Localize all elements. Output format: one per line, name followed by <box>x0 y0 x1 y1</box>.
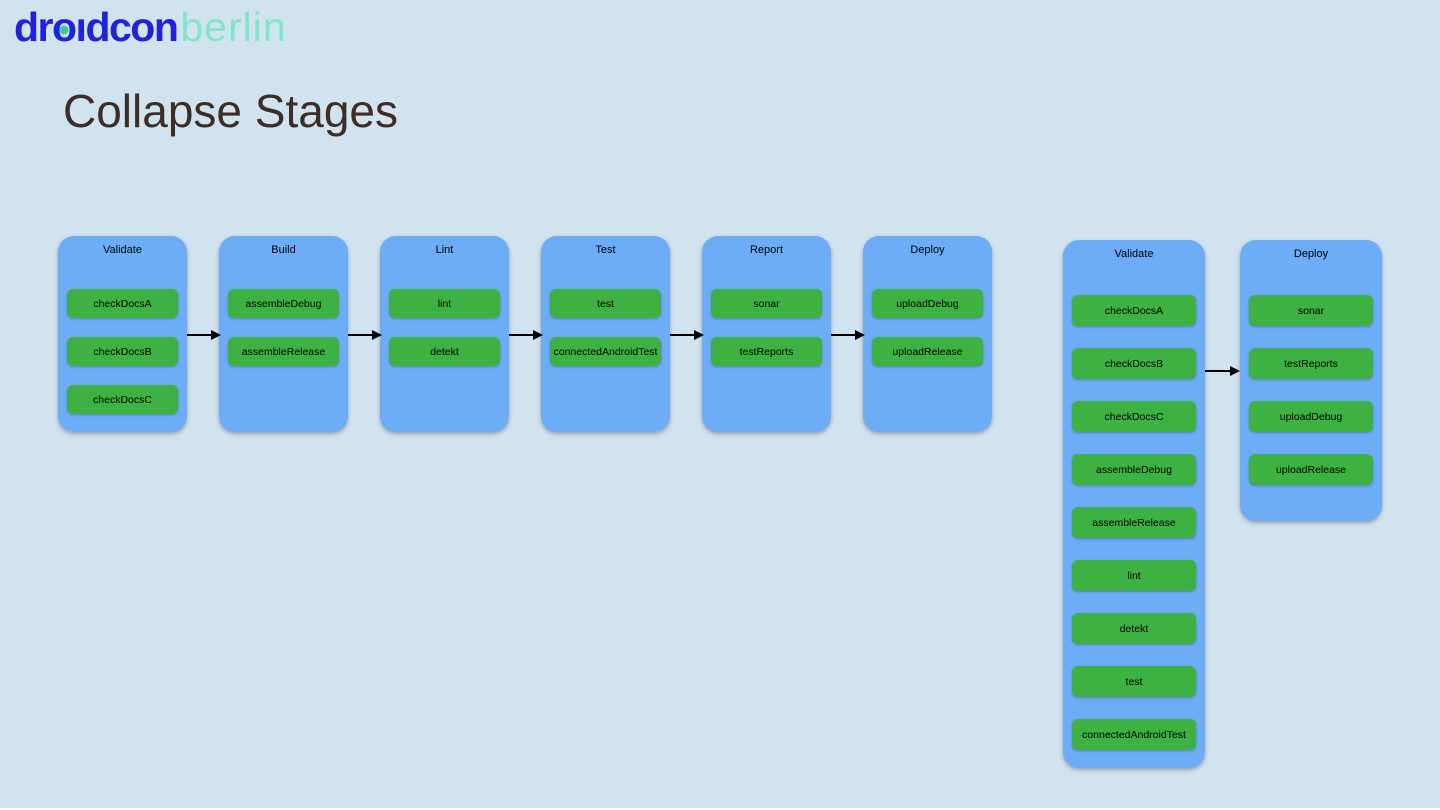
flow-arrow <box>670 330 704 340</box>
stage-title: Validate <box>103 244 142 256</box>
logo-text-post: ıdcon <box>75 4 179 50</box>
task-sonar: sonar <box>1249 295 1373 326</box>
stage-test: Test test connectedAndroidTest <box>541 236 670 432</box>
task-assemblerelease: assembleRelease <box>1072 507 1196 538</box>
task-assembledebug: assembleDebug <box>228 289 339 318</box>
flow-arrow <box>1205 366 1240 376</box>
droidcon-berlin-logo: droıdconberlin <box>14 4 287 51</box>
task-uploadrelease: uploadRelease <box>872 337 983 366</box>
stage-deploy: Deploy sonar testReports uploadDebug uploadR… <box>1240 240 1382 521</box>
task-test: test <box>1072 666 1196 697</box>
flow-arrow <box>187 330 221 340</box>
task-testreports: testReports <box>711 337 822 366</box>
flow-arrow <box>348 330 382 340</box>
task-test: test <box>550 289 661 318</box>
flow-arrow <box>509 330 543 340</box>
slide-title: Collapse Stages <box>63 85 398 137</box>
task-checkdocsc: checkDocsC <box>1072 401 1196 432</box>
task-testreports: testReports <box>1249 348 1373 379</box>
stage-validate: Validate checkDocsA checkDocsB checkDocsC as… <box>1063 240 1205 768</box>
droid-eye-dot-icon <box>59 25 69 35</box>
task-checkdocsa: checkDocsA <box>67 289 178 318</box>
stage-title: Test <box>595 244 616 256</box>
stage-deploy: Deploy uploadDebug uploadRelease <box>863 236 992 432</box>
stage-title: Report <box>749 244 784 256</box>
stage-title: Validate <box>1114 248 1154 260</box>
stage-validate: Validate checkDocsA checkDocsB checkDocsC <box>58 236 187 432</box>
logo-berlin: berlin <box>180 4 287 50</box>
flow-arrow <box>831 330 865 340</box>
logo-droidcon: droıdcon <box>14 4 179 51</box>
bottom-edge-strip <box>0 808 1440 810</box>
task-lint: lint <box>389 289 500 318</box>
task-uploadrelease: uploadRelease <box>1249 454 1373 485</box>
task-assembledebug: assembleDebug <box>1072 454 1196 485</box>
task-sonar: sonar <box>711 289 822 318</box>
task-checkdocsb: checkDocsB <box>67 337 178 366</box>
logo-text-pre: dr <box>14 4 54 50</box>
task-checkdocsc: checkDocsC <box>67 385 178 414</box>
stage-title: Lint <box>435 244 454 256</box>
stage-build: Build assembleDebug assembleRelease <box>219 236 348 432</box>
task-connectedandroidtest: connectedAndroidTest <box>1072 719 1196 750</box>
task-uploaddebug: uploadDebug <box>1249 401 1373 432</box>
stage-lint: Lint lint detekt <box>380 236 509 432</box>
task-assemblerelease: assembleRelease <box>228 337 339 366</box>
stage-title: Deploy <box>1293 248 1329 260</box>
task-checkdocsb: checkDocsB <box>1072 348 1196 379</box>
task-connectedandroidtest: connectedAndroidTest <box>550 337 661 366</box>
stage-title: Deploy <box>910 244 945 256</box>
task-uploaddebug: uploadDebug <box>872 289 983 318</box>
task-detekt: detekt <box>389 337 500 366</box>
task-checkdocsa: checkDocsA <box>1072 295 1196 326</box>
logo-droid-eye-o: o <box>52 4 77 51</box>
task-lint: lint <box>1072 560 1196 591</box>
stage-report: Report sonar testReports <box>702 236 831 432</box>
stage-title: Build <box>271 244 296 256</box>
task-detekt: detekt <box>1072 613 1196 644</box>
